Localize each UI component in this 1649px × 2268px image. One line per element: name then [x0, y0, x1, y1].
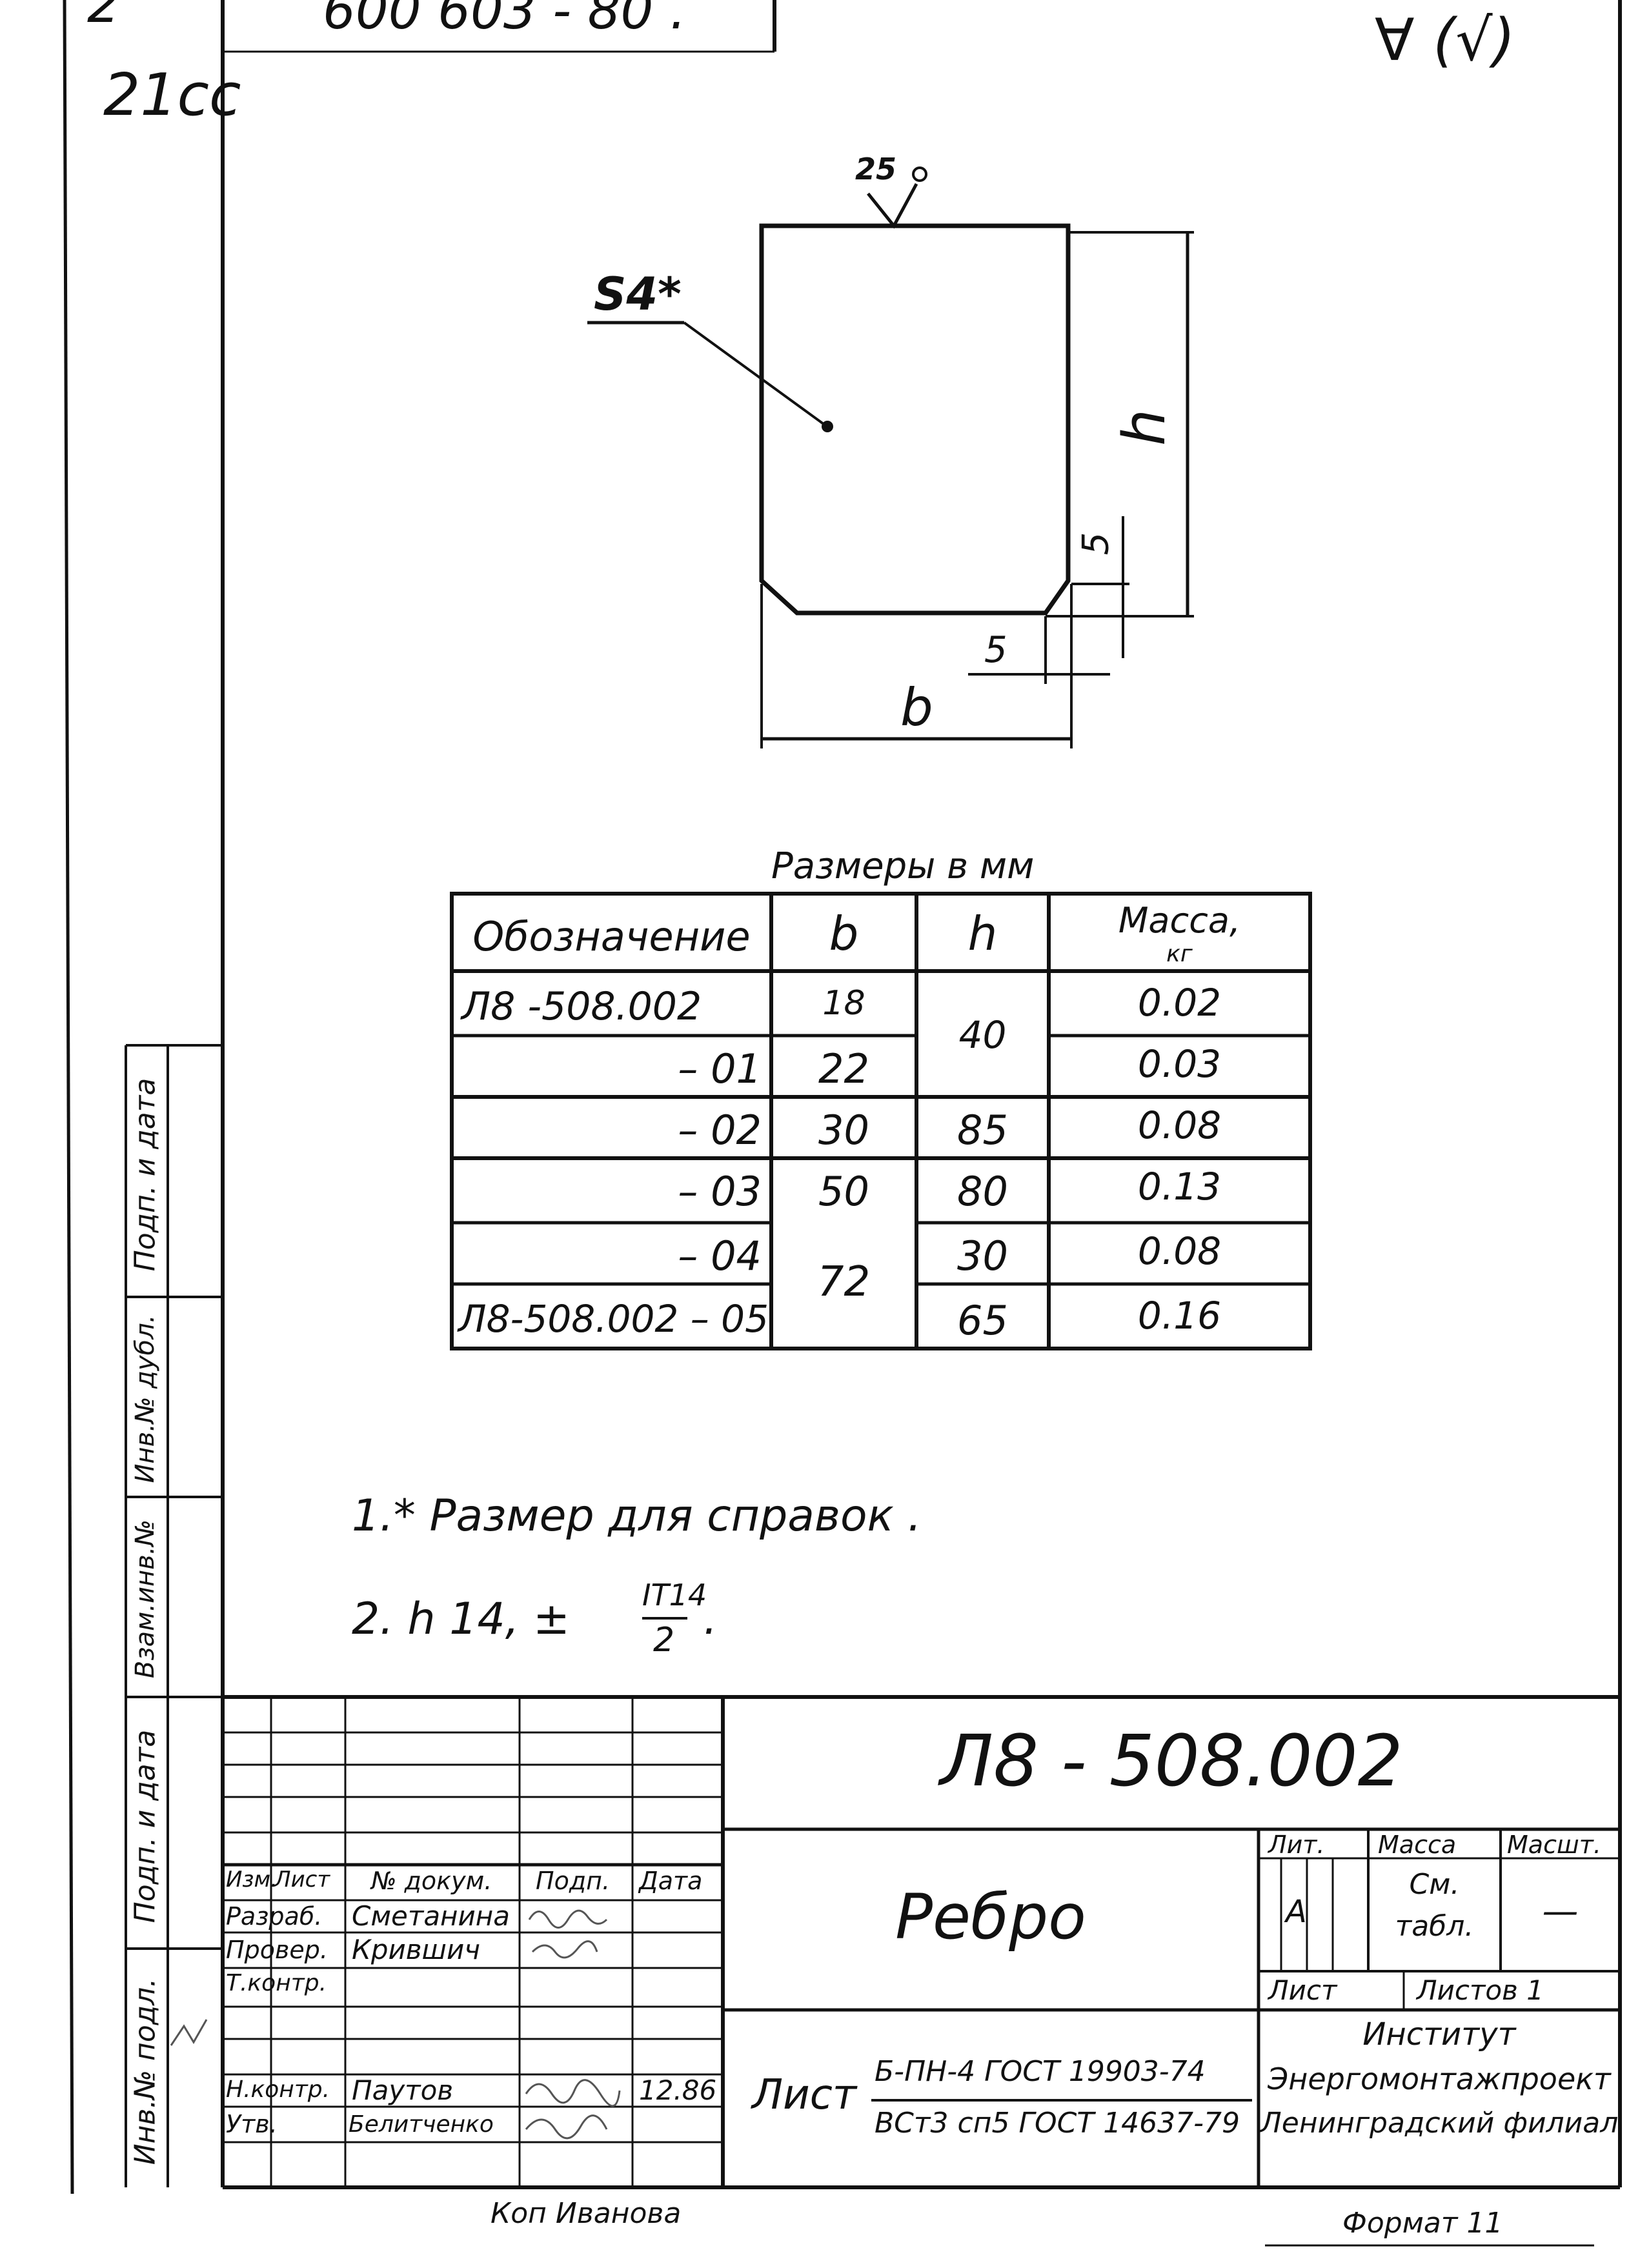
col-doc: № докум.: [371, 1867, 492, 1895]
table-header-b: b: [829, 907, 859, 961]
col-izm: Изм.: [226, 1867, 278, 1892]
document-number: Л8 - 508.002: [940, 1720, 1403, 1802]
archive-mark-icon: [170, 2019, 208, 2046]
table-row-designation: – 04: [678, 1232, 762, 1280]
material-bottom: ВСт3 сп5 ГОСТ 14637-79: [875, 2107, 1240, 2140]
chamfer-horizontal-label: 5: [984, 629, 1007, 671]
table-row-designation: – 01: [678, 1045, 762, 1092]
name-razrab: Сметанина: [352, 1900, 511, 1932]
note-2-denominator: 2: [653, 1621, 675, 1660]
org-line-3: Ленинградский филиал: [1260, 2107, 1619, 2140]
role-utv: Утв.: [226, 2110, 278, 2138]
table-row-mass: 0.16: [1137, 1294, 1222, 1338]
org-line-1: Институт: [1362, 2016, 1516, 2052]
copied-by: Коп Иванова: [491, 2197, 682, 2230]
note-2-prefix: 2. h 14, ±: [352, 1594, 570, 1645]
role-prov: Провер.: [226, 1936, 328, 1964]
top-stamp: 600 603 - 80 .: [323, 0, 687, 41]
format-label: Формат 11: [1342, 2207, 1503, 2240]
signature-nkontr-icon: [525, 2079, 621, 2107]
mass-value-2: табл.: [1395, 1910, 1474, 1943]
note-2-numerator: IT14: [642, 1578, 707, 1612]
table-row-designation: Л8-508.002 – 05: [458, 1297, 769, 1341]
lit-value: А: [1286, 1894, 1307, 1930]
scale-value: —: [1542, 1891, 1579, 1932]
table-row-b: 30: [818, 1107, 869, 1154]
note-1: 1.* Размер для справок .: [352, 1490, 922, 1541]
org-line-2: Энергомонтажпроект: [1268, 2062, 1611, 2096]
table-row-mass: 0.08: [1137, 1103, 1222, 1147]
col-list: Лист: [274, 1867, 330, 1892]
table-header-designation: Обозначение: [472, 913, 751, 960]
table-header-mass: Масса,: [1118, 900, 1241, 941]
table-row-designation: – 02: [678, 1107, 762, 1154]
table-header-mass-unit: кг: [1166, 941, 1193, 967]
roughness-corner-mark: ∀ (√): [1375, 6, 1515, 74]
table-row-h: 80: [957, 1168, 1008, 1215]
name-prov: Крившич: [352, 1934, 481, 1965]
table-row-b: 72: [817, 1258, 871, 1306]
col-data: Дата: [639, 1867, 703, 1895]
role-nkontr: Н.контр.: [226, 2076, 330, 2103]
sheets-label: Листов 1: [1417, 1974, 1544, 2006]
table-row-designation: – 03: [678, 1168, 762, 1215]
part-name: Ребро: [895, 1881, 1086, 1953]
name-nkontr: Паутов: [352, 2074, 454, 2106]
sheet-label: Лист: [1268, 1974, 1337, 2006]
role-razrab: Разраб.: [226, 1902, 323, 1931]
table-row-h: 65: [957, 1297, 1008, 1344]
mass-value-1: См.: [1409, 1868, 1460, 1901]
roughness-value: 25: [855, 152, 897, 186]
table-row-b: 18: [822, 984, 865, 1023]
table-row-mass: 0.08: [1137, 1229, 1222, 1273]
thickness-label: S4*: [594, 268, 682, 321]
signature-razrab-icon: [528, 1909, 608, 1929]
material-top: Б-ПН-4 ГОСТ 19903-74: [875, 2055, 1206, 2088]
table-row-mass: 0.03: [1137, 1042, 1222, 1086]
width-label: b: [900, 677, 933, 738]
corner-mark-left: 2: [87, 0, 120, 34]
scale-label: Масшт.: [1507, 1831, 1601, 1859]
table-caption: Размеры в мм: [771, 845, 1035, 887]
role-tkontr: Т.контр.: [226, 1970, 327, 1996]
signature-prov-icon: [531, 1940, 598, 1959]
table-row-mass: 0.13: [1137, 1165, 1222, 1209]
table-row-h: 40: [958, 1013, 1007, 1057]
mass-label: Масса: [1378, 1831, 1457, 1859]
table-row-b: 22: [818, 1045, 869, 1092]
table-row-b: 50: [818, 1168, 869, 1215]
table-row-h: 30: [957, 1232, 1008, 1280]
date-nkontr: 12.86: [639, 2074, 717, 2106]
table-row-h: 85: [957, 1107, 1008, 1154]
table-row-designation: Л8 -508.002: [461, 984, 702, 1029]
signature-utv-icon: [525, 2114, 608, 2140]
col-podp: Подп.: [536, 1867, 611, 1895]
note-2-suffix: .: [703, 1594, 718, 1645]
material-prefix: Лист: [752, 2071, 857, 2119]
corner-mark-left-2: 21cc: [103, 61, 241, 129]
table-row-mass: 0.02: [1137, 981, 1222, 1025]
lit-label: Лит.: [1268, 1831, 1325, 1859]
name-utv: Белитченко: [349, 2111, 494, 2138]
table-header-h: h: [967, 907, 998, 961]
